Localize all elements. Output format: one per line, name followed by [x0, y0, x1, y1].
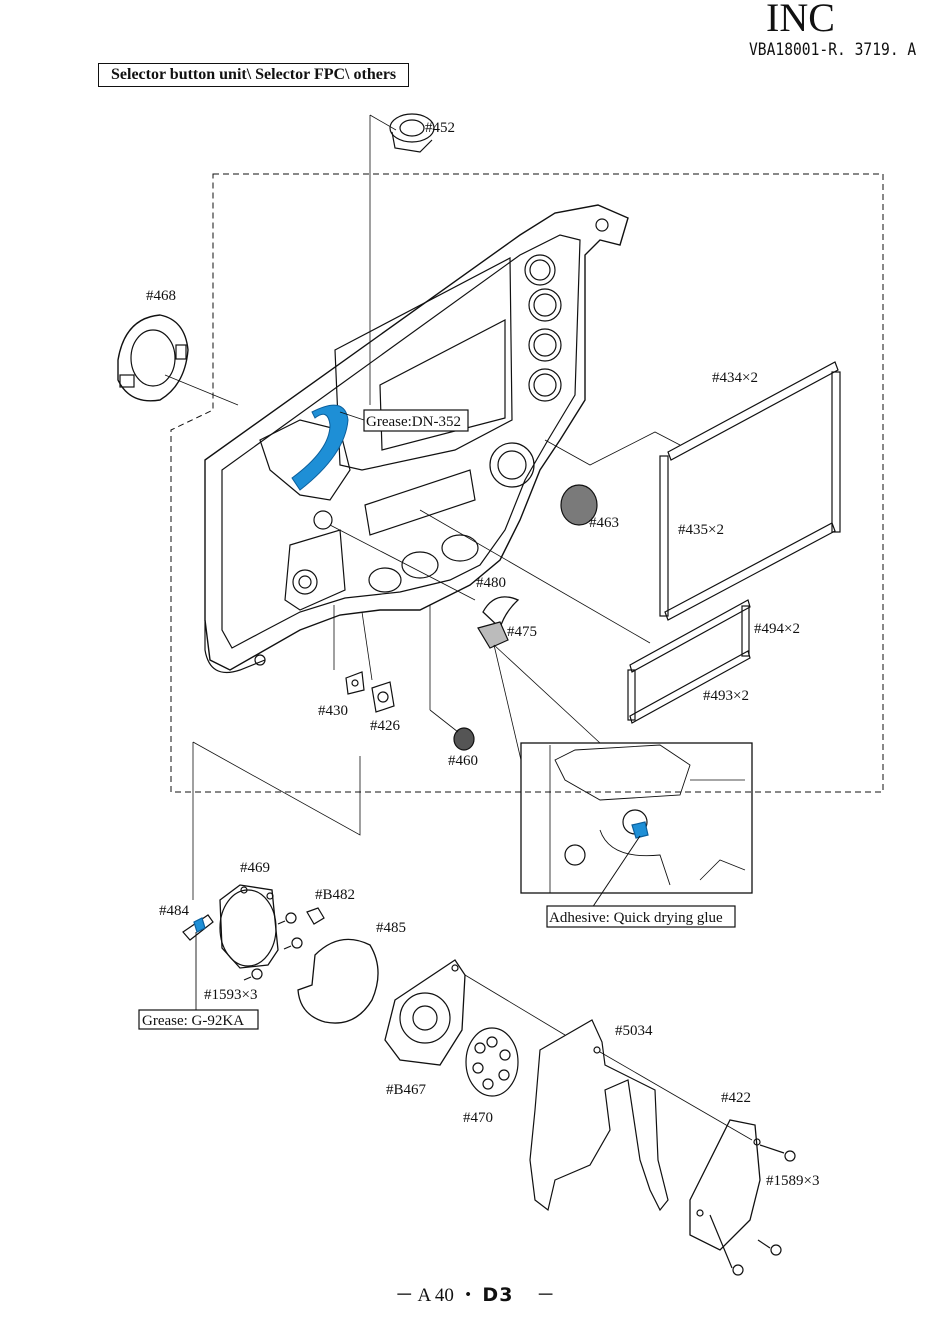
section-title: Selector button unit\ Selector FPC\ othe… — [98, 63, 410, 87]
label-B467: #B467 — [386, 1082, 427, 1098]
part-494-strips — [629, 599, 751, 724]
label-1589: #1589×3 — [766, 1173, 819, 1189]
label-426: #426 — [370, 718, 401, 734]
part-426-button — [371, 681, 395, 713]
callout-adhesive: Adhesive: Quick drying glue — [546, 905, 736, 928]
callout-grease-g-text: Grease: G-92KA — [142, 1013, 244, 1029]
part-5034-fpc — [529, 1019, 669, 1212]
callout-grease-dn-text: Grease:DN-352 — [366, 414, 461, 430]
part-452-knob — [389, 113, 435, 153]
part-480-cover — [482, 596, 520, 630]
callout-adhesive-text: Adhesive: Quick drying glue — [549, 910, 723, 926]
part-435-strips — [659, 371, 841, 617]
footer-page: － A 40 ・ — [394, 1285, 478, 1306]
part-B482-clip — [306, 907, 325, 925]
label-1593: #1593×3 — [204, 987, 257, 1003]
grease-dn-highlight — [291, 404, 349, 491]
part-469-bracket — [219, 884, 279, 969]
rear-cover-frame — [204, 204, 629, 674]
part-468-ring — [117, 314, 189, 402]
label-469: #469 — [240, 860, 270, 876]
part-485-ring — [297, 938, 379, 1024]
label-493: #493×2 — [703, 688, 749, 704]
part-422-cover — [689, 1119, 761, 1251]
label-475: #475 — [507, 624, 537, 640]
page-footer: － A 40 ・ D3 － — [0, 1280, 950, 1307]
label-434: #434×2 — [712, 370, 758, 386]
inset-detail-view — [520, 742, 753, 894]
label-452: #452 — [425, 120, 455, 136]
part-460-mesh — [453, 727, 475, 751]
dashed-assembly-boundary — [170, 173, 884, 793]
part-493-strips — [627, 605, 750, 721]
label-422: #422 — [721, 1090, 751, 1106]
label-460: #460 — [448, 753, 478, 769]
part-475-piece — [477, 621, 509, 649]
label-480: #480 — [476, 575, 506, 591]
screws-1593 — [243, 912, 303, 981]
label-463: #463 — [589, 515, 619, 531]
label-485: #485 — [376, 920, 406, 936]
part-463-mesh — [560, 484, 598, 526]
part-430-plate — [345, 671, 365, 695]
label-5034: #5034 — [615, 1023, 653, 1039]
footer-suffix: － — [536, 1285, 556, 1306]
label-470: #470 — [463, 1110, 493, 1126]
part-434-strips — [664, 361, 839, 621]
screws-1589 — [709, 1144, 796, 1276]
callout-grease-dn: Grease:DN-352 — [339, 409, 469, 432]
brand-header: INC — [766, 0, 835, 40]
callout-grease-g: Grease: G-92KA — [138, 1009, 259, 1030]
label-494: #494×2 — [754, 621, 800, 637]
footer-model: D3 — [482, 1284, 514, 1306]
part-B467-mount — [384, 959, 466, 1066]
label-B482: #B482 — [315, 887, 355, 903]
label-430: #430 — [318, 703, 348, 719]
label-468: #468 — [146, 288, 176, 304]
part-470-disc — [465, 1027, 519, 1097]
label-484: #484 — [159, 903, 190, 919]
label-435: #435×2 — [678, 522, 724, 538]
document-code: VBA18001-R. 3719. A — [749, 40, 917, 60]
